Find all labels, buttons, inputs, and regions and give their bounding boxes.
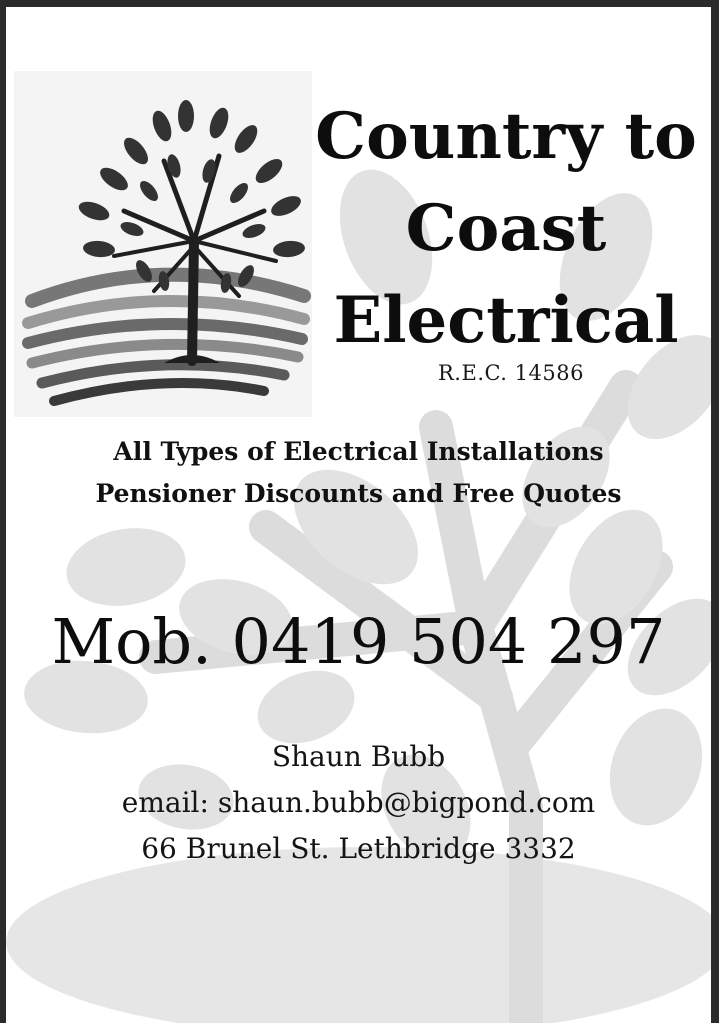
contact-email: email: shaun.bubb@bigpond.com: [121, 786, 596, 819]
company-name: Country to Coast Electrical: [306, 91, 706, 367]
service-line: Pensioner Discounts and Free Quotes: [95, 479, 622, 508]
service-line: All Types of Electrical Installations: [113, 437, 604, 466]
contact-address: 66 Brunel St. Lethbridge 3332: [141, 832, 576, 865]
company-name-line-2: Coast: [405, 191, 607, 266]
tree-on-hills-logo-icon: [22, 100, 311, 406]
mobile-phone-number: Mob. 0419 504 297: [51, 605, 666, 678]
company-name-line-1: Country to: [315, 99, 697, 174]
services-list: All Types of Electrical Installations Pe…: [6, 431, 711, 515]
licence-number: R.E.C. 14586: [438, 361, 584, 385]
tree-watermark-icon: [6, 169, 711, 1023]
company-name-line-3: Electrical: [333, 283, 679, 358]
company-logo: [14, 71, 312, 417]
contact-name: Shaun Bubb: [271, 740, 446, 773]
contact-details: Shaun Bubb email: shaun.bubb@bigpond.com…: [6, 734, 711, 872]
